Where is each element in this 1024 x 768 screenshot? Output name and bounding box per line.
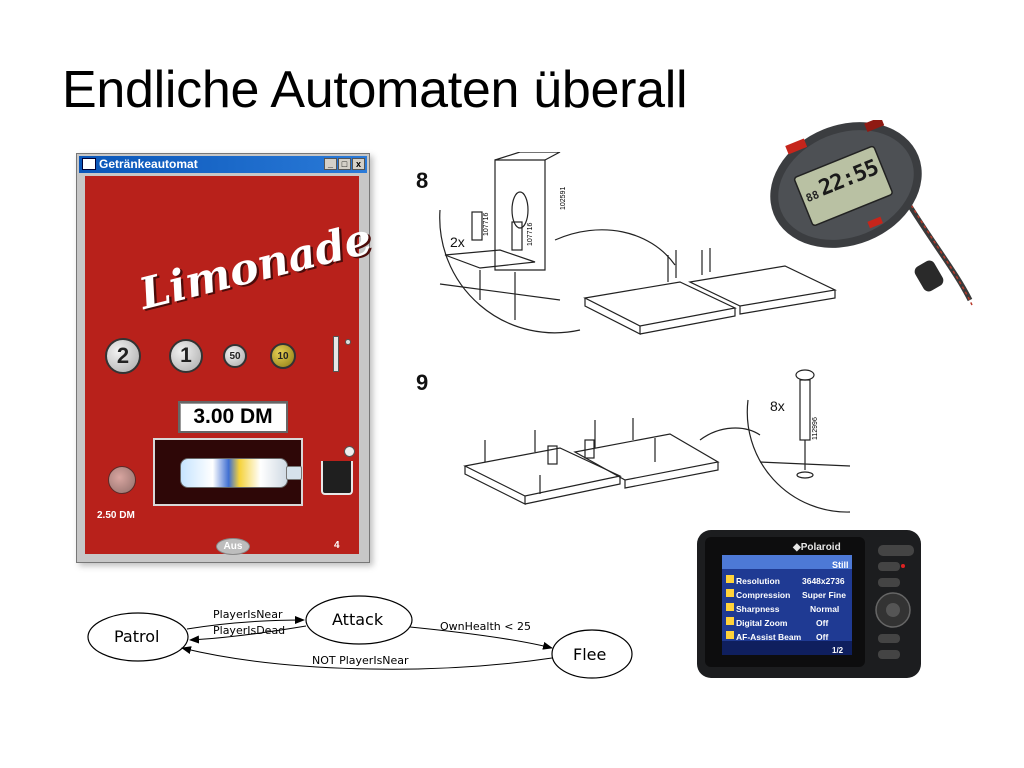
coin-slot: [333, 336, 339, 372]
menu-value: Super Fine: [802, 590, 846, 600]
part-number: 107716: [527, 222, 534, 246]
edge-flee-patrol: [181, 646, 553, 670]
maximize-button[interactable]: □: [338, 158, 351, 170]
bottle-neck-icon: [286, 466, 302, 480]
count-label: 4: [334, 540, 340, 551]
price-display: 3.00 DM: [178, 401, 288, 433]
state-patrol: [87, 612, 189, 662]
label-2x: 2x: [450, 234, 465, 250]
change-label: 2.50 DM: [97, 510, 135, 521]
off-button[interactable]: Aus: [216, 538, 250, 555]
close-button[interactable]: x: [352, 158, 365, 170]
cup-knob[interactable]: [344, 446, 355, 457]
camera-page-indicator: 1/2: [832, 646, 844, 655]
menu-item[interactable]: Compression: [736, 590, 791, 600]
menu-item[interactable]: Resolution: [736, 576, 780, 586]
state-attack: [305, 595, 413, 645]
vending-machine-panel: Limonade 2 1 50 10 3.00 DM 2.50 DM Aus 4: [85, 176, 377, 555]
transition-label: PlayerIsNear: [213, 608, 283, 621]
cup-icon[interactable]: [321, 461, 353, 495]
state-label-flee: Flee: [573, 645, 607, 664]
part-number: 112996: [812, 417, 819, 440]
slide-title: Endliche Automaten überall: [62, 61, 688, 119]
coin-return-knob[interactable]: [345, 339, 351, 345]
menu-item[interactable]: AF-Assist Beam: [736, 632, 802, 642]
menu-value: Off: [816, 618, 829, 628]
state-diagram: [87, 595, 633, 679]
state-flee: [551, 629, 633, 679]
edge-attack-patrol: [189, 625, 307, 644]
part-number: 102591: [560, 186, 567, 210]
camera-image: [697, 530, 921, 678]
stopwatch-image: [770, 120, 973, 306]
step-9-number: 9: [416, 370, 429, 395]
change-coin-icon[interactable]: [108, 466, 136, 494]
coin-50-button[interactable]: 50: [223, 344, 247, 368]
menu-value: Normal: [810, 604, 840, 614]
edge-attack-flee: [409, 626, 553, 650]
coin-1-button[interactable]: 1: [169, 339, 203, 373]
transition-label: OwnHealth < 25: [440, 620, 531, 633]
menu-item[interactable]: Sharpness: [736, 604, 780, 614]
bottle-icon[interactable]: [180, 458, 288, 488]
minimize-button[interactable]: _: [324, 158, 337, 170]
product-logo: Limonade: [134, 214, 377, 320]
window-controls: _ □ x: [324, 158, 365, 170]
menu-value: Off: [816, 632, 829, 642]
camera-mode: Still: [832, 560, 849, 570]
transition-label: NOT PlayerIsNear: [312, 654, 409, 667]
state-label-patrol: Patrol: [114, 627, 160, 646]
label-8x: 8x: [770, 398, 785, 414]
menu-value: 3648x2736: [802, 576, 845, 586]
edge-patrol-attack: [186, 616, 305, 630]
menu-item[interactable]: Digital Zoom: [736, 618, 788, 628]
coin-10-button[interactable]: 10: [270, 343, 296, 369]
vending-machine-window: Getränkeautomat _ □ x Limonade 2 1 50 10…: [76, 153, 377, 563]
transition-label: PlayerIsDead: [213, 624, 286, 637]
app-icon: [82, 158, 96, 170]
window-title: Getränkeautomat: [99, 157, 198, 171]
coin-2-button[interactable]: 2: [105, 338, 141, 374]
state-label-attack: Attack: [332, 610, 384, 629]
step-8-number: 8: [416, 168, 429, 193]
part-number: 107716: [483, 212, 490, 236]
window-titlebar[interactable]: Getränkeautomat _ □ x: [79, 156, 367, 173]
assembly-instructions: [439, 152, 850, 513]
camera-brand: ◆Polaroid: [793, 542, 841, 553]
